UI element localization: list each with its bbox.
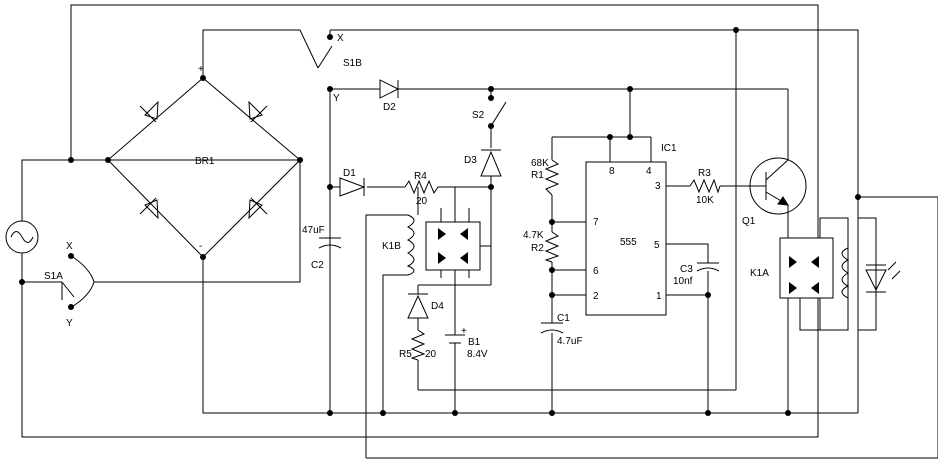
label-b1-plus: + [461,326,467,337]
label-bridge: BR1 [195,156,215,167]
pin-4: 4 [646,166,652,177]
label-d1: D1 [343,168,356,179]
label-c3-value: 10nf [673,276,693,287]
pin-8: 8 [609,166,615,177]
label-d3: D3 [464,155,477,166]
label-s2: S2 [472,110,485,121]
label-d2: D2 [383,102,396,113]
label-bridge-plus: + [198,64,204,75]
relay-contact-symbols [438,228,819,294]
resistor-r5 [410,329,426,361]
label-b1-value: 8.4V [467,349,488,360]
label-c3: C3 [680,264,693,275]
resistor-r3 [689,178,721,194]
label-q1: Q1 [742,216,756,227]
diode-d4 [407,293,429,319]
switch-s1b [317,45,333,69]
resistor-r2 [544,231,560,263]
label-r5: R5 [399,349,412,360]
label-r4-value: 20 [416,196,428,207]
pin-2: 2 [593,291,599,302]
diode-d3 [480,149,502,177]
ac-source [5,220,39,254]
led [865,261,901,293]
wires [21,4,938,459]
label-r2: R2 [531,243,544,254]
label-r4: R4 [414,171,427,182]
label-r3-value: 10K [696,195,714,206]
label-s1a-y: Y [66,318,73,329]
pin-1: 1 [656,291,662,302]
label-ic1: IC1 [661,143,677,154]
label-c2-value: 47uF [302,225,325,236]
label-bridge-minus: - [199,241,202,252]
label-r1-value: 68K [531,158,549,169]
label-s1b-y: Y [333,93,340,104]
pin-5: 5 [654,240,660,251]
transistor-q1 [749,157,807,215]
battery-b1 [445,334,465,344]
label-b1: B1 [468,337,481,348]
switch-s1a [61,254,95,309]
junction-dots [19,27,861,416]
label-k1a: K1A [750,268,769,279]
label-c1-value: 4.7uF [557,336,583,347]
resistor-r4 [404,179,440,195]
label-d4: D4 [431,301,444,312]
label-k1b: K1B [382,241,401,252]
label-r5-value: 20 [425,349,437,360]
diode-d2 [379,79,400,99]
label-r1: R1 [531,170,544,181]
relay-k1a [779,217,850,331]
bridge-diodes [139,100,268,220]
pin-3: 3 [655,181,661,192]
relay-k1b-coil [406,214,415,276]
label-ic1-part: 555 [620,237,637,248]
label-r3: R3 [698,168,711,179]
label-s1a: S1A [44,271,63,282]
resistor-r1 [544,159,560,196]
switch-s2 [490,101,507,127]
label-r2-value: 4.7K [523,230,544,241]
capacitor-c1 [540,322,564,334]
relay-k1b-contacts [425,208,491,278]
label-s1b-x: X [337,33,344,44]
capacitor-c3 [696,262,720,272]
capacitor-c2 [318,237,342,249]
label-c1: C1 [557,313,570,324]
label-c2: C2 [311,260,324,271]
pin-6: 6 [593,266,599,277]
label-s1b: S1B [343,58,362,69]
diode-d1 [339,177,366,197]
labels: BR1 + - S1B X Y S1A X Y D2 D1 D3 D4 S2 R… [44,33,769,360]
ic1-555-body [585,161,667,316]
pin-7: 7 [593,217,599,228]
label-s1a-x: X [66,241,73,252]
